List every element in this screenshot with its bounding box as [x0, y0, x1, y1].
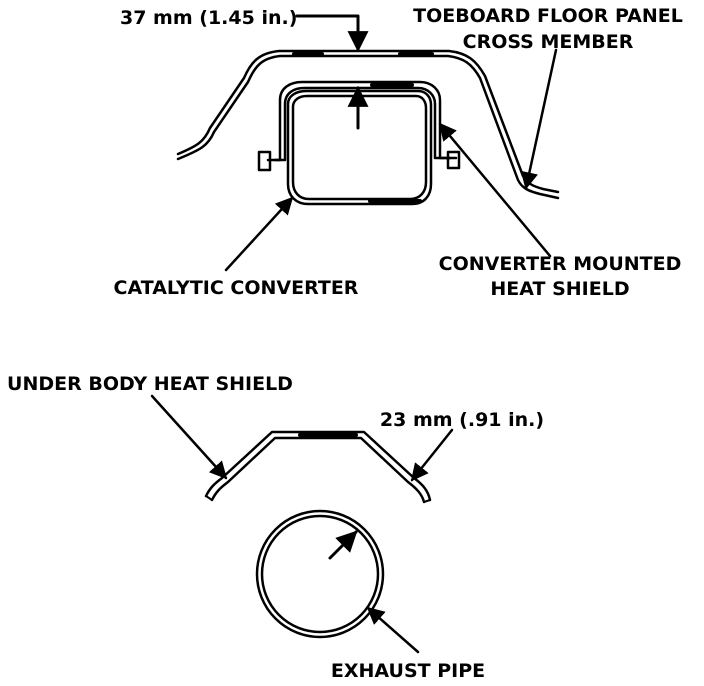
dim-bottom-label: 23 mm (.91 in.)	[380, 409, 544, 431]
catalytic-converter-leader	[224, 196, 294, 272]
dim-top-label: 37 mm (1.45 in.)	[120, 7, 297, 29]
catalytic-converter-body	[286, 89, 433, 206]
under-body-shield-leader	[150, 394, 228, 480]
toeboard-label-line2: CROSS MEMBER	[463, 31, 634, 53]
toeboard-label-line1: TOEBOARD FLOOR PANEL	[413, 5, 683, 27]
exhaust-pipe-leader	[366, 606, 420, 654]
converter-shield-label-line1: CONVERTER MOUNTED	[439, 253, 682, 275]
toeboard-leader	[520, 48, 558, 190]
under-body-shield-label: UNDER BODY HEAT SHIELD	[7, 373, 293, 395]
dim-bottom-leader	[410, 428, 454, 482]
under-body-heat-shield	[204, 430, 432, 504]
converter-shield-label-line2: HEAT SHIELD	[490, 278, 629, 300]
bottom-dimension-arrow	[328, 530, 358, 560]
toeboard-cross-member	[176, 49, 560, 200]
top-dimension-arrows	[295, 14, 369, 130]
converter-shield-leader	[438, 122, 552, 258]
exhaust-pipe-section	[255, 509, 385, 639]
exhaust-pipe-label: EXHAUST PIPE	[331, 660, 485, 682]
catalytic-converter-label: CATALYTIC CONVERTER	[114, 277, 359, 299]
